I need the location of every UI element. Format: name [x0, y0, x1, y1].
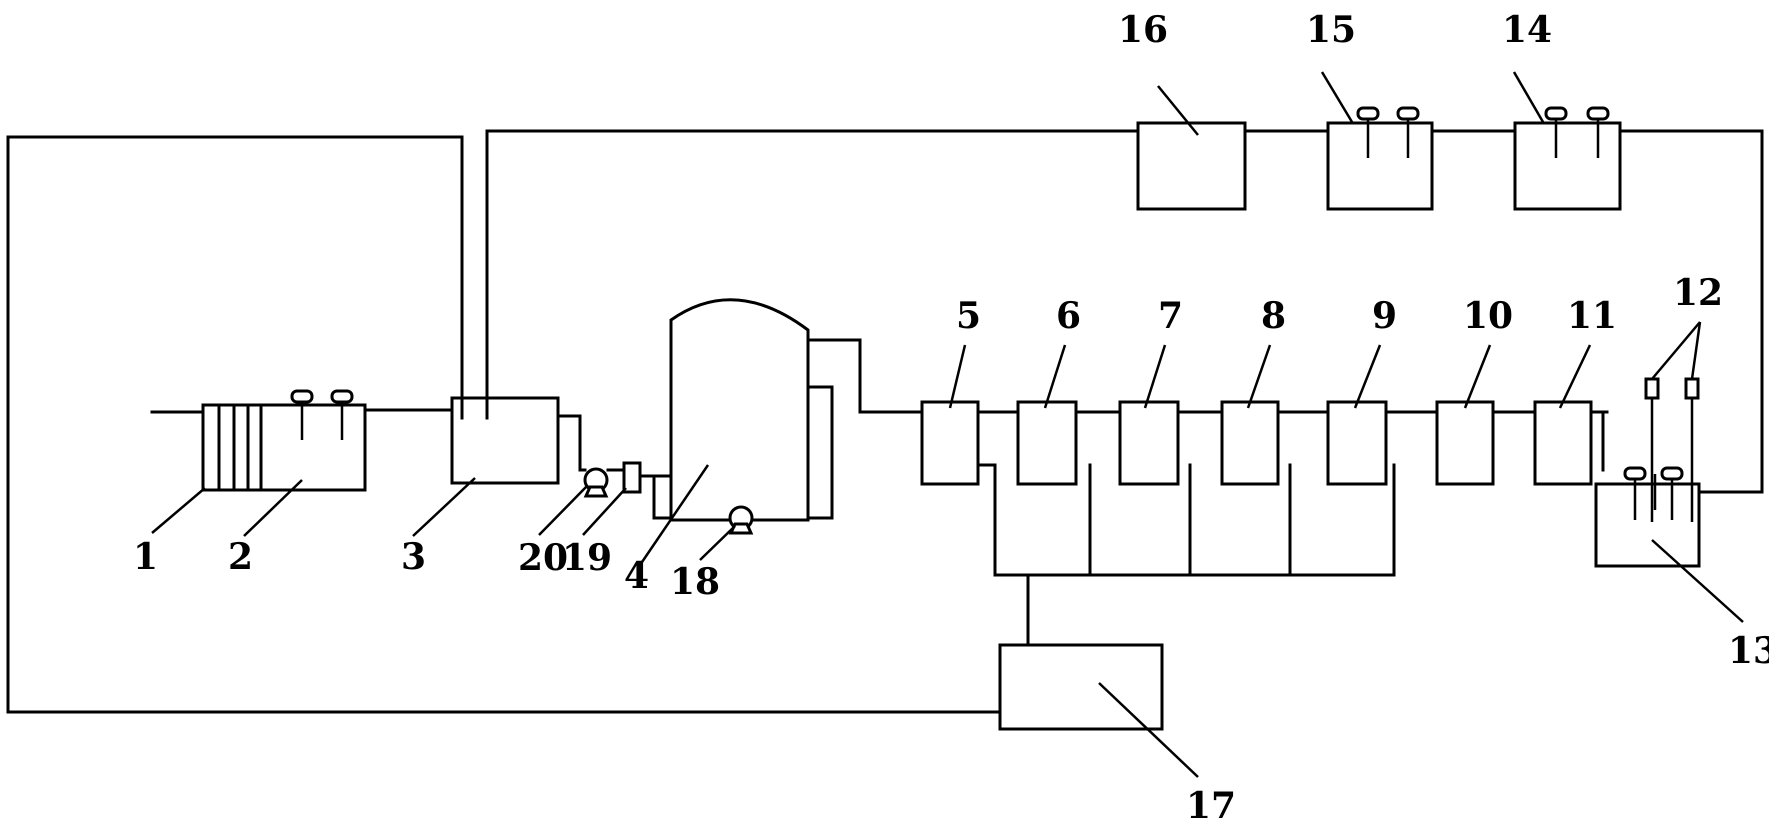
tank-3 — [450, 396, 560, 485]
tank-10 — [1435, 400, 1495, 486]
label-1: 1 — [133, 536, 158, 578]
label-5: 5 — [956, 295, 981, 337]
label-13: 13 — [1728, 630, 1769, 672]
tank-17 — [998, 643, 1164, 731]
number-labels: 1 2 3 20 19 4 18 5 6 7 8 9 10 11 12 13 1… — [133, 9, 1769, 827]
label-3: 3 — [401, 536, 426, 578]
tank-8 — [1220, 400, 1280, 486]
tank-9 — [1326, 400, 1388, 486]
label-7: 7 — [1158, 295, 1183, 337]
label-20: 20 — [518, 537, 568, 579]
tank-11 — [1533, 400, 1593, 486]
label-17: 17 — [1186, 785, 1236, 827]
label-15: 15 — [1306, 9, 1356, 51]
label-19: 19 — [562, 537, 612, 579]
tank-14 — [1513, 106, 1622, 211]
label-16: 16 — [1118, 9, 1168, 51]
leader-lines — [151, 71, 1744, 778]
filter-19 — [622, 461, 642, 494]
tank-2 — [259, 389, 367, 492]
label-2: 2 — [228, 536, 253, 578]
screen-unit-1 — [201, 403, 263, 492]
tank-15 — [1326, 106, 1434, 211]
label-8: 8 — [1261, 295, 1286, 337]
pump-20 — [583, 467, 609, 498]
label-12: 12 — [1673, 272, 1723, 314]
tank-16 — [1136, 121, 1247, 211]
sensor-probes-12 — [1644, 377, 1700, 522]
label-6: 6 — [1056, 295, 1081, 337]
tank-7 — [1118, 400, 1180, 486]
reactor-4 — [669, 298, 810, 522]
label-14: 14 — [1502, 9, 1552, 51]
label-18: 18 — [670, 561, 720, 603]
label-4: 4 — [624, 555, 649, 597]
tank-13 — [1594, 466, 1701, 568]
label-11: 11 — [1567, 295, 1617, 337]
label-10: 10 — [1463, 295, 1513, 337]
tank-5 — [920, 400, 980, 486]
tank-6 — [1016, 400, 1078, 486]
label-9: 9 — [1372, 295, 1397, 337]
